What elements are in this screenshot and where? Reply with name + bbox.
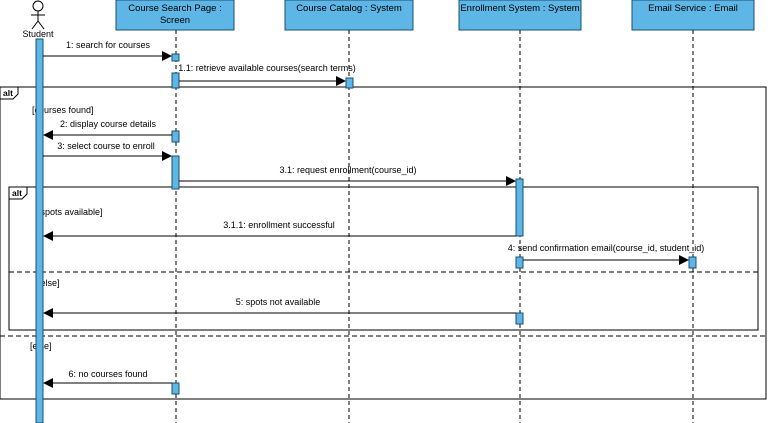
fragment-inner-tab (8, 186, 28, 200)
message-2-label: 2: display course details (60, 119, 157, 129)
actor-label: Student (22, 29, 54, 39)
lifeline-title-screen-line2: Screen (160, 15, 190, 26)
fragment-outer-tab (0, 86, 19, 100)
activation-enrollment-3 (515, 312, 524, 325)
lifeline-header-email[interactable]: Email Service : Email (631, 0, 755, 31)
activation-screen-5 (171, 382, 180, 395)
message-1-label: 1: search for courses (66, 40, 151, 50)
lifeline-title-email: Email Service : Email (648, 3, 738, 14)
message-1-1-label: 1.1: retrieve available courses(search t… (178, 63, 356, 73)
activation-screen-4 (171, 155, 180, 190)
actor-student[interactable]: Student (22, 0, 54, 39)
lifeline-title-catalog: Course Catalog : System (296, 3, 402, 14)
lifeline-title-enrollment: Enrollment System : System (460, 3, 579, 14)
fragment-inner-guard2: [else] (38, 278, 60, 288)
activation-enrollment-1 (515, 178, 524, 237)
lifeline-header-enrollment[interactable]: Enrollment System : System (458, 0, 582, 31)
fragment-inner-operator: alt (12, 188, 22, 198)
fragment-inner-alt[interactable]: alt [spots available] [else] (8, 186, 759, 331)
message-6-label: 6: no courses found (68, 369, 147, 379)
lifeline-header-screen[interactable]: Course Search Page : Screen (115, 0, 235, 31)
fragment-outer-operator: alt (3, 88, 13, 98)
activation-screen-2 (171, 72, 180, 89)
stick-figure-icon (31, 0, 45, 30)
fragment-outer-guard1: [courses found] (32, 105, 94, 115)
message-3-1-1-label: 3.1.1: enrollment successful (223, 220, 335, 230)
activation-screen-1 (171, 53, 180, 62)
activation-email-1 (688, 256, 697, 269)
activation-screen-3 (171, 130, 180, 143)
message-3-label: 3: select course to enroll (57, 141, 155, 151)
fragment-inner-guard1: [spots available] (38, 207, 103, 217)
lifeline-header-catalog[interactable]: Course Catalog : System (284, 0, 414, 31)
lifeline-title-screen-line1: Course Search Page : (128, 3, 221, 14)
message-4-label: 4: send confirmation email(course_id, st… (508, 243, 705, 253)
activation-student (35, 38, 44, 423)
activation-enrollment-2 (515, 256, 524, 269)
activation-catalog-1 (345, 77, 354, 89)
message-3-1-label: 3.1: request enrollment(course_id) (279, 165, 416, 175)
message-5-label: 5: spots not available (236, 297, 321, 307)
